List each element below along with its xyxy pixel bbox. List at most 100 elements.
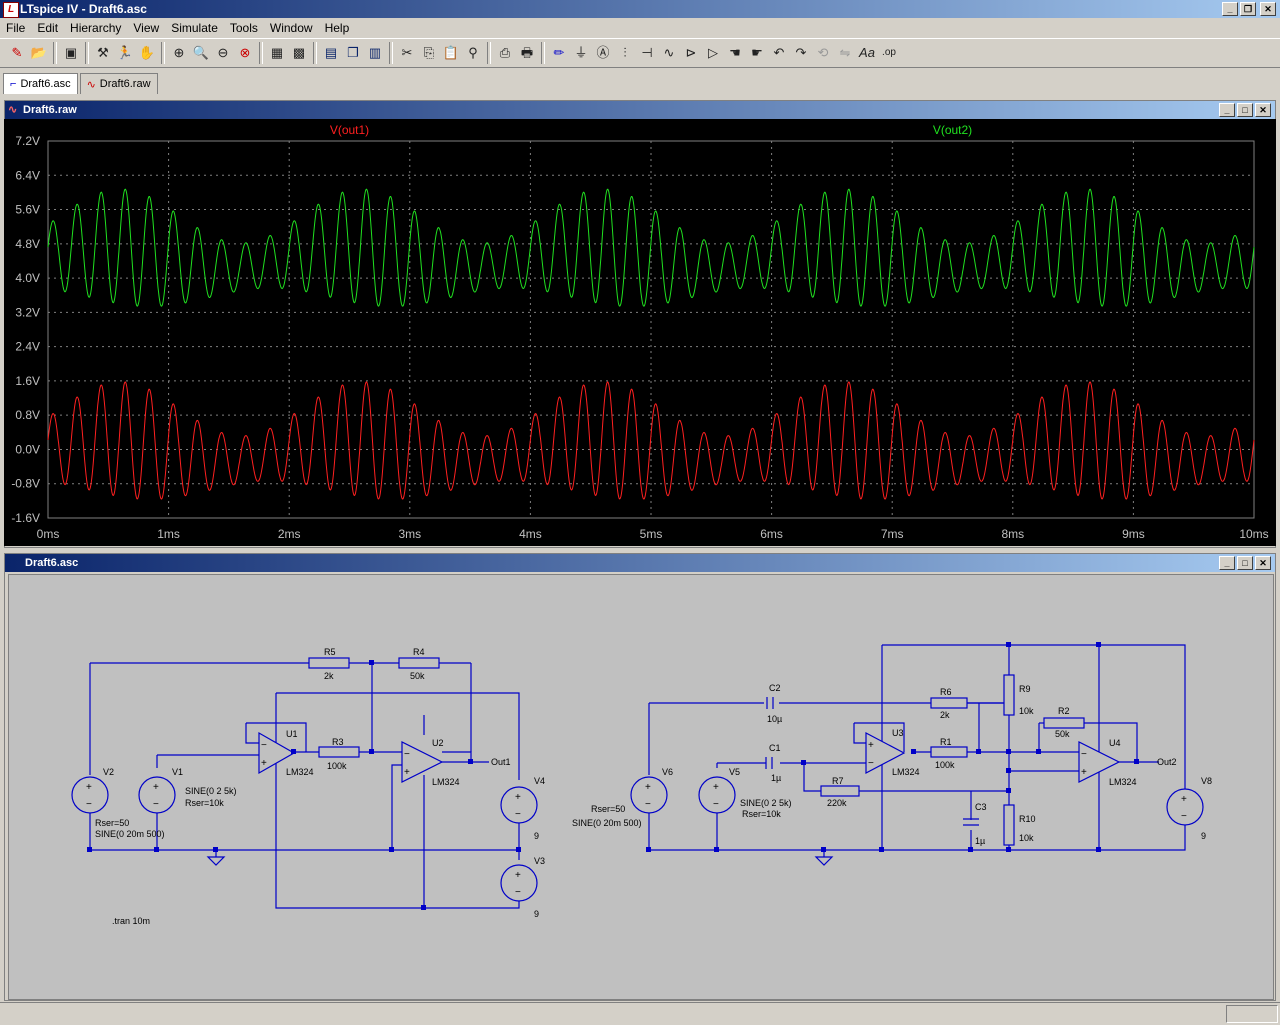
minimize-button[interactable]: _ — [1219, 103, 1235, 117]
drag-icon[interactable]: ☛ — [751, 45, 763, 60]
close-button[interactable]: ✕ — [1255, 103, 1271, 117]
label-r3: R3 — [332, 737, 344, 747]
label-icon[interactable]: Ⓐ — [596, 45, 610, 60]
rser-v2: Rser=50 — [95, 818, 129, 828]
move-icon[interactable]: ☚ — [729, 45, 741, 60]
mirror-icon[interactable]: ⇋ — [839, 45, 851, 60]
new-schematic-icon[interactable]: ✎ — [11, 45, 23, 60]
zoom-in-icon[interactable]: ⊕ — [173, 45, 185, 60]
toolbar: ✎ 📂 ▣ ⚒ 🏃 ✋ ⊕ 🔍 ⊖ ⊗ ▦ ▩ ▤ ❐ ▥ ✂ ⎘ 📋 ⚲ ⎙ … — [0, 38, 1280, 68]
net-out1: Out1 — [491, 757, 511, 767]
label-c3: C3 — [975, 802, 987, 812]
model-u3: LM324 — [892, 767, 920, 777]
maximize-button[interactable]: □ — [1237, 556, 1253, 570]
label-r7: R7 — [832, 776, 844, 786]
cut-icon[interactable]: ✂ — [401, 45, 413, 60]
menu-hierarchy[interactable]: Hierarchy — [70, 20, 122, 35]
tran-directive: .tran 10m — [112, 916, 150, 926]
svg-text:+: + — [153, 782, 159, 793]
close-button[interactable]: ✕ — [1255, 556, 1271, 570]
grid-icon[interactable]: ▩ — [292, 45, 306, 60]
tab-label: Draft6.raw — [99, 78, 151, 90]
tile-horizontal-icon[interactable]: ▤ — [324, 45, 338, 60]
status-cell — [1226, 1005, 1278, 1023]
label-u4: U4 — [1109, 738, 1121, 748]
run-icon[interactable]: 🏃 — [116, 45, 134, 60]
copy-icon[interactable]: ⎘ — [423, 45, 435, 60]
spice-directive-icon[interactable]: .op — [882, 47, 896, 58]
svg-text:+: + — [645, 782, 651, 793]
label-r10: R10 — [1019, 814, 1036, 824]
diode-icon[interactable]: ⊳ — [685, 45, 697, 60]
svg-text:−: − — [153, 799, 159, 810]
svg-text:−: − — [515, 809, 521, 820]
menu-edit[interactable]: Edit — [37, 20, 59, 35]
menu-tools[interactable]: Tools — [229, 20, 258, 35]
waveform-icon: ∿ — [8, 104, 18, 116]
inductor-icon[interactable]: ∿ — [663, 45, 675, 60]
svg-text:−: − — [261, 740, 267, 751]
open-icon[interactable]: 📂 — [30, 45, 48, 60]
restore-button[interactable]: ❐ — [1240, 2, 1256, 16]
text-icon[interactable]: Aa — [859, 45, 875, 60]
tile-icon[interactable]: ▥ — [368, 45, 382, 60]
rser-v1: Rser=10k — [185, 798, 224, 808]
value-c2: 10µ — [767, 714, 782, 724]
label-u3: U3 — [892, 728, 904, 738]
menu-simulate[interactable]: Simulate — [171, 20, 218, 35]
autoscale-icon[interactable]: ▦ — [270, 45, 284, 60]
maximize-button[interactable]: □ — [1237, 103, 1253, 117]
label-c1: C1 — [769, 743, 781, 753]
ground-icon[interactable]: ⏚ — [574, 45, 588, 60]
sine-v1: SINE(0 2 5k) — [185, 786, 237, 796]
menu-file[interactable]: File — [6, 20, 26, 35]
svg-text:+: + — [404, 767, 410, 778]
zoom-rect-icon[interactable]: 🔍 — [192, 45, 210, 60]
undo-icon[interactable]: ↶ — [773, 45, 785, 60]
pan-icon[interactable]: ✋ — [138, 45, 156, 60]
print-icon[interactable]: 🖶 — [520, 45, 534, 60]
waveform-window-title: Draft6.raw — [23, 104, 77, 116]
menu-window[interactable]: Window — [269, 20, 313, 35]
minimize-button[interactable]: _ — [1219, 556, 1235, 570]
svg-text:+: + — [86, 782, 92, 793]
svg-text:−: − — [713, 799, 719, 810]
menu-view[interactable]: View — [133, 20, 160, 35]
redo-icon[interactable]: ↷ — [795, 45, 807, 60]
label-v5: V5 — [729, 767, 740, 777]
status-bar — [0, 1002, 1280, 1025]
paste-icon[interactable]: 📋 — [442, 45, 460, 60]
component-icon[interactable]: ▷ — [708, 45, 718, 60]
schematic-canvas[interactable]: R5 2k R4 50k R3 100k U1 LM324 U2 LM324 V… — [8, 574, 1274, 1000]
wire-icon[interactable]: ✏ — [553, 45, 565, 60]
tab-waveform[interactable]: ∿ Draft6.raw — [79, 73, 158, 94]
zoom-out-icon[interactable]: ⊖ — [217, 45, 229, 60]
svg-text:−: − — [1081, 749, 1087, 760]
print-preview-icon[interactable]: ⎙ — [499, 45, 511, 60]
resistor-icon[interactable]: ⫶ — [623, 45, 627, 60]
waveform-icon: ∿ — [86, 78, 96, 91]
rser-v5: Rser=10k — [742, 809, 781, 819]
value-r4: 50k — [410, 671, 425, 681]
zoom-full-icon[interactable]: ⊗ — [239, 45, 251, 60]
value-r2: 50k — [1055, 729, 1070, 739]
value-r10: 10k — [1019, 833, 1034, 843]
find-icon[interactable]: ⚲ — [468, 45, 478, 60]
label-r2: R2 — [1058, 706, 1070, 716]
label-v4: V4 — [534, 776, 545, 786]
value-v8: 9 — [1201, 831, 1206, 841]
label-v8: V8 — [1201, 776, 1212, 786]
rotate-icon[interactable]: ⟲ — [817, 45, 829, 60]
model-u1: LM324 — [286, 767, 314, 777]
label-r4: R4 — [413, 647, 425, 657]
close-button[interactable]: ✕ — [1260, 2, 1276, 16]
label-v3: V3 — [534, 856, 545, 866]
control-panel-icon[interactable]: ⚒ — [97, 45, 109, 60]
tab-schematic[interactable]: ⌐ Draft6.asc — [3, 73, 78, 94]
minimize-button[interactable]: _ — [1222, 2, 1238, 16]
capacitor-icon[interactable]: ⊣ — [641, 45, 653, 60]
cascade-icon[interactable]: ❐ — [347, 45, 359, 60]
save-icon[interactable]: ▣ — [64, 45, 78, 60]
menu-help[interactable]: Help — [324, 20, 350, 35]
value-c3: 1µ — [975, 836, 985, 846]
